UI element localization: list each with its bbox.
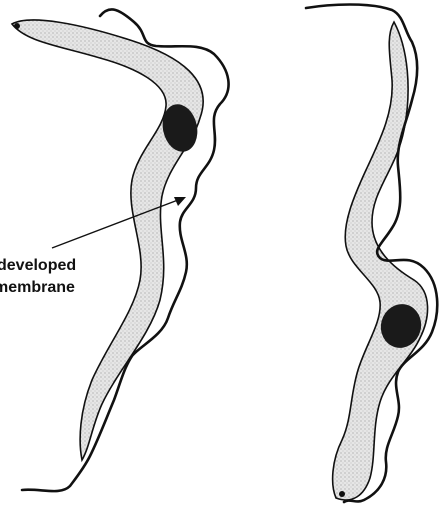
left-kinetoplast — [14, 23, 20, 29]
left-cell-body — [12, 20, 203, 460]
left-organism — [12, 9, 229, 491]
label-membrane: membrane — [0, 278, 75, 298]
right-kinetoplast — [339, 491, 345, 497]
right-organism — [306, 5, 437, 503]
pointer-arrow — [52, 197, 186, 248]
label-developed: developed — [0, 256, 76, 276]
